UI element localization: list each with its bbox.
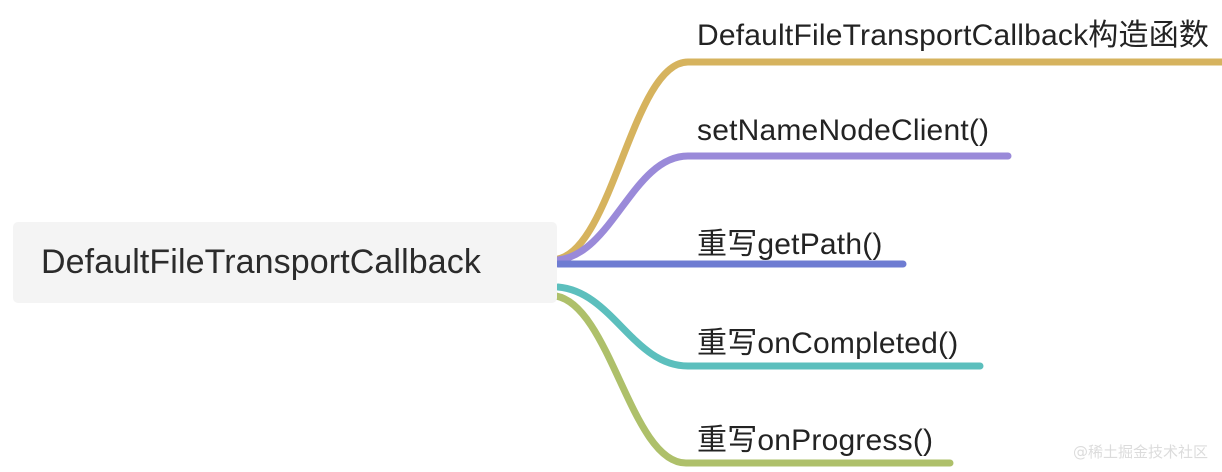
root-node-label: DefaultFileTransportCallback	[41, 243, 481, 281]
branch-connector-3	[554, 283, 984, 370]
watermark: @稀土掘金技术社区	[1072, 443, 1208, 461]
root-node[interactable]: DefaultFileTransportCallback	[13, 222, 557, 303]
branch-label-0[interactable]: DefaultFileTransportCallback构造函数	[697, 19, 1210, 52]
branch-connector-4	[552, 292, 954, 467]
branch-label-1[interactable]: setNameNodeClient()	[697, 114, 990, 147]
branch-connector-1	[554, 152, 1012, 264]
branch-label-4[interactable]: 重写onProgress()	[697, 424, 934, 457]
branch-label-2[interactable]: 重写getPath()	[697, 228, 883, 261]
branch-label-3[interactable]: 重写onCompleted()	[697, 327, 959, 360]
branch-connector-0	[554, 58, 1222, 263]
